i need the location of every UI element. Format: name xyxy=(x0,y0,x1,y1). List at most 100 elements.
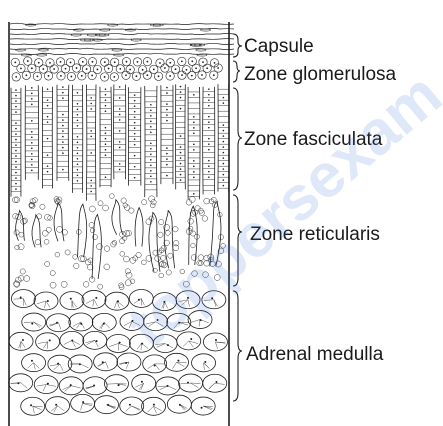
fasciculata-nucleus xyxy=(62,86,64,88)
medulla-cell-wall xyxy=(63,386,71,390)
medulla-cell-wall xyxy=(181,383,191,384)
fasciculata-nucleus xyxy=(47,88,49,90)
reticularis-cell xyxy=(136,252,141,257)
medulla-nucleus xyxy=(20,297,22,299)
glomerulosa-nucleus xyxy=(146,74,148,76)
reticularis-cell xyxy=(126,272,132,278)
fasciculata-nucleus xyxy=(223,168,225,170)
fasciculata-nucleus xyxy=(15,150,17,152)
reticularis-cell xyxy=(83,281,89,287)
medulla-nucleus xyxy=(47,300,49,302)
glomerulosa-nucleus xyxy=(108,68,110,70)
fasciculata-nucleus xyxy=(223,179,225,181)
fasciculata-nucleus xyxy=(193,171,195,173)
tissue-section xyxy=(9,22,234,426)
fasciculata-nucleus xyxy=(150,126,152,128)
reticularis-cell xyxy=(104,246,110,252)
medulla-nucleus xyxy=(179,404,181,406)
fasciculata-nucleus xyxy=(150,109,152,111)
fasciculata-nucleus xyxy=(150,170,152,172)
medulla-cell-wall xyxy=(73,322,81,326)
glomerulosa-nucleus xyxy=(119,68,121,70)
medulla-cell-wall xyxy=(118,344,127,347)
fasciculata-nucleus xyxy=(77,158,79,160)
medulla-nucleus xyxy=(71,340,73,342)
fasciculata-nucleus xyxy=(208,149,210,151)
fasciculata-nucleus xyxy=(223,141,225,143)
medulla-cell-wall xyxy=(189,341,198,344)
fasciculata-nucleus xyxy=(150,164,152,166)
fasciculata-nucleus xyxy=(90,108,92,110)
fasciculata-nucleus xyxy=(180,135,182,137)
reticularis-cell xyxy=(119,239,124,244)
medulla-cell-wall xyxy=(154,406,157,413)
glomerulosa-nucleus xyxy=(91,75,93,77)
glomerulosa-nucleus xyxy=(20,67,22,69)
reticularis-cell xyxy=(120,251,125,256)
reticularis-cell xyxy=(44,214,50,220)
fasciculata-nucleus xyxy=(31,131,33,133)
fasciculata-nucleus xyxy=(77,141,79,143)
glomerulosa-nucleus xyxy=(48,75,50,77)
fasciculata-nucleus xyxy=(15,133,17,135)
capsule-nucleus xyxy=(125,29,135,31)
medulla-nucleus xyxy=(118,384,120,386)
fasciculata-nucleus xyxy=(208,105,210,107)
medulla-cell-wall xyxy=(148,364,155,369)
reticularis-cell xyxy=(159,219,164,224)
fasciculata-nucleus xyxy=(47,99,49,101)
fasciculata-nucleus xyxy=(90,180,92,182)
fasciculata-nucleus xyxy=(223,185,225,187)
glomerulosa-nucleus xyxy=(175,68,177,70)
fasciculata-nucleus xyxy=(31,98,33,100)
fasciculata-nucleus xyxy=(62,119,64,121)
fasciculata-cord xyxy=(113,85,125,180)
medulla-cell-wall xyxy=(209,383,215,389)
fasciculata-nucleus xyxy=(15,144,17,146)
fasciculata-nucleus xyxy=(166,153,168,155)
glomerulosa-nucleus xyxy=(201,74,203,76)
zone-fasciculata-layer xyxy=(11,84,229,201)
glomerulosa-nucleus xyxy=(136,75,138,77)
fasciculata-nucleus xyxy=(166,92,168,94)
reticularis-cell xyxy=(188,218,194,224)
glomerulosa-nucleus xyxy=(70,76,72,78)
fasciculata-nucleus xyxy=(77,103,79,105)
medulla-nucleus xyxy=(201,407,203,409)
reticularis-cell xyxy=(168,253,173,258)
medulla-cell-wall xyxy=(46,385,56,387)
fasciculata-nucleus xyxy=(62,130,64,132)
fasciculata-nucleus xyxy=(208,160,210,162)
fasciculata-nucleus xyxy=(193,133,195,135)
reticularis-cell xyxy=(98,201,103,206)
fasciculata-nucleus xyxy=(223,97,225,99)
reticularis-cell xyxy=(88,258,93,263)
fasciculata-nucleus xyxy=(15,106,17,108)
fasciculata-nucleus xyxy=(180,146,182,148)
medulla-nucleus xyxy=(153,404,155,406)
medulla-cell-wall xyxy=(36,385,46,387)
fasciculata-nucleus xyxy=(105,143,107,145)
reticularis-cell xyxy=(123,256,129,262)
medulla-cell-wall xyxy=(71,386,80,388)
medulla-cell-wall xyxy=(183,341,189,347)
glomerulosa-nucleus xyxy=(81,75,83,77)
medulla-nucleus xyxy=(117,300,119,302)
medulla-nucleus xyxy=(204,361,206,363)
fasciculata-nucleus xyxy=(180,157,182,159)
reticularis-cell xyxy=(55,252,60,257)
fasciculata-nucleus xyxy=(134,155,136,157)
fasciculata-nucleus xyxy=(223,174,225,176)
medulla-nucleus xyxy=(80,323,82,325)
medulla-cell-wall xyxy=(54,406,58,412)
medulla-cell-wall xyxy=(172,362,176,368)
fasciculata-nucleus xyxy=(31,164,33,166)
reticularis-sinusoid xyxy=(112,199,123,234)
fasciculata-nucleus xyxy=(208,121,210,123)
fasciculata-cord xyxy=(188,87,200,199)
fasciculata-nucleus xyxy=(150,181,152,183)
glomerulosa-nucleus xyxy=(97,69,99,71)
glomerulosa-nucleus xyxy=(25,74,27,76)
fasciculata-nucleus xyxy=(180,168,182,170)
fasciculata-nucleus xyxy=(105,149,107,151)
